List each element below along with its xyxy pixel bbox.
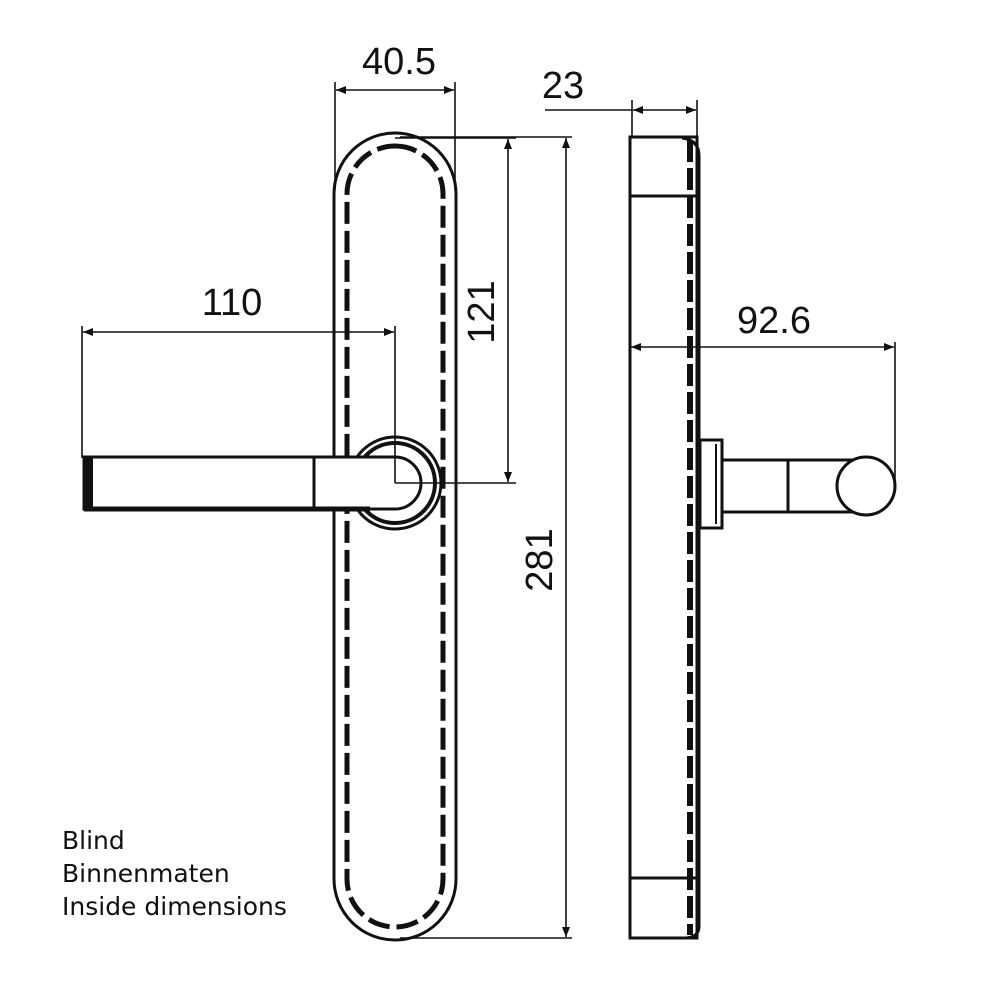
side-dimensions xyxy=(545,100,896,486)
front-dimensions xyxy=(81,82,572,939)
note-inside-dimensions: Inside dimensions xyxy=(62,892,287,921)
plate-height-label: 281 xyxy=(519,528,561,591)
front-lever xyxy=(82,455,423,511)
front-view xyxy=(82,131,458,942)
side-backplate-cap xyxy=(681,136,701,940)
side-rose xyxy=(698,438,724,530)
side-view xyxy=(628,135,897,940)
spindle-height-label: 121 xyxy=(461,280,503,343)
lever-length-label: 110 xyxy=(202,282,263,324)
front-backplate-outer xyxy=(332,131,458,942)
side-lever-end xyxy=(835,455,897,517)
note-binnenmaten: Binnenmaten xyxy=(62,859,230,888)
plate-width-label: 40.5 xyxy=(362,41,436,83)
note-blind: Blind xyxy=(62,826,125,855)
front-backplate-inner xyxy=(344,143,446,930)
plate-thickness-label: 23 xyxy=(542,65,584,107)
lever-projection-label: 92.6 xyxy=(737,300,811,342)
side-backplate xyxy=(628,135,699,940)
notes-block: Blind Binnenmaten Inside dimensions xyxy=(62,824,287,923)
